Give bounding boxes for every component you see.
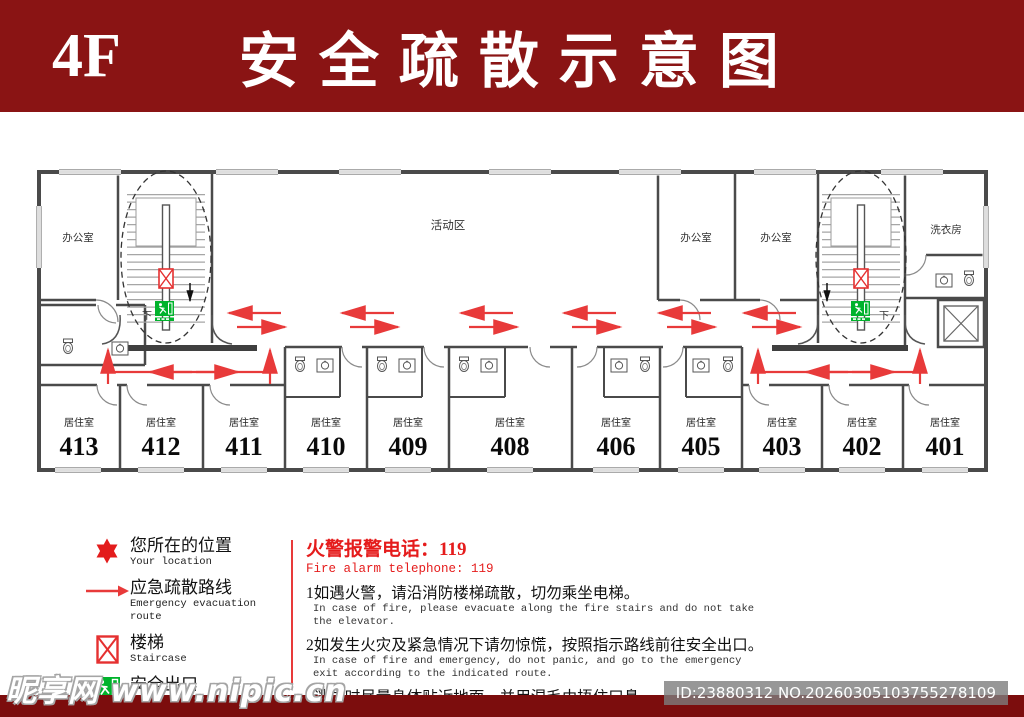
laundry-label: 洗衣房 (930, 223, 962, 236)
evacuation-arrow-icon (84, 578, 130, 598)
stairwell-left: 下 (101, 170, 233, 345)
room-number: 408 (491, 432, 530, 461)
legend-cn: 您所在的位置 (130, 536, 232, 555)
staircase-symbol-icon (84, 633, 130, 664)
office-label: 办公室 (62, 231, 94, 244)
corridor-wall-left (120, 345, 257, 351)
evacuation-arrows (100, 313, 928, 384)
room-number: 405 (682, 432, 721, 461)
room-type: 居住室 (601, 416, 631, 429)
legend-item-location: 您所在的位置 Your location (84, 536, 284, 569)
room-number: 412 (142, 432, 181, 461)
room-type: 居住室 (311, 416, 341, 429)
room-number: 413 (60, 432, 99, 461)
legend-en: Staircase (130, 653, 187, 665)
legend-en: Your location (130, 556, 212, 568)
stairs-down-label: 下 (142, 311, 152, 322)
office-label: 办公室 (680, 231, 712, 244)
room-number: 409 (389, 432, 428, 461)
room-type: 居住室 (686, 416, 716, 429)
legend-cn: 应急疏散路线 (130, 578, 232, 597)
activity-area-label: 活动区 (431, 218, 466, 232)
fire-phone-cn: 火警报警电话：119 (306, 539, 467, 560)
room-number: 402 (843, 432, 882, 461)
room-type: 居住室 (393, 416, 423, 429)
room-number: 410 (307, 432, 346, 461)
instruction-en: In case of fire, please evacuate along t… (313, 603, 755, 628)
room-type: 居住室 (64, 416, 94, 429)
legend-item-staircase: 楼梯 Staircase (84, 633, 284, 666)
location-star-icon (84, 536, 130, 564)
elevator-icon (936, 298, 986, 349)
legend-cn: 楼梯 (130, 633, 164, 652)
header-bar: 4F 安全疏散示意图 (0, 0, 1024, 112)
page-title: 安全疏散示意图 (238, 28, 799, 95)
outer-wall (37, 170, 988, 472)
room-number: 403 (763, 432, 802, 461)
route-left-u (100, 347, 278, 384)
watermark-site: 昵享网 www.nipic.cn (6, 674, 347, 709)
watermark-id: ID:23880312 NO.20260305103755278109 (663, 681, 1008, 705)
corridor-wall-right (772, 345, 908, 351)
area-labels: 办公室 活动区 办公室 办公室 洗衣房 (62, 218, 962, 244)
legend: 您所在的位置 Your location 应急疏散路线 Emergency ev… (84, 536, 284, 717)
room-number: 406 (597, 432, 636, 461)
room-labels: 居住室 413 居住室 412 居住室 411 居住室 410 居住室 409 … (60, 416, 965, 461)
room-number: 401 (926, 432, 965, 461)
room-type: 居住室 (767, 416, 797, 429)
route-right-u (750, 347, 928, 384)
room-number: 411 (225, 432, 263, 461)
door-arcs (95, 254, 930, 406)
instruction-cn: 2如发生火灾及紧急情况下请勿惊慌，按照指示路线前往安全出口。 (306, 637, 764, 654)
stairwell-right: 下 (797, 170, 926, 345)
legend-en: Emergency evacuation route (130, 598, 257, 623)
legend-divider (291, 540, 293, 686)
stairs-down-label: 下 (879, 311, 889, 322)
room-type: 居住室 (146, 416, 176, 429)
room-type: 居住室 (847, 416, 877, 429)
fire-phone-en: Fire alarm telephone: 119 (306, 562, 494, 576)
instruction-cn: 1如遇火警，请沿消防楼梯疏散，切勿乘坐电梯。 (306, 585, 640, 602)
legend-item-route: 应急疏散路线 Emergency evacuation route (84, 578, 284, 624)
floor-label: 4F (52, 21, 121, 90)
interior-walls (39, 172, 986, 470)
legend-cn: 安全出口 (130, 675, 198, 694)
room-type: 居住室 (229, 416, 259, 429)
bathroom-partitions (285, 347, 742, 398)
instruction-en: In case of fire and emergency, do not pa… (313, 655, 742, 680)
office-label: 办公室 (760, 231, 792, 244)
room-type: 居住室 (495, 416, 525, 429)
room-type: 居住室 (930, 416, 960, 429)
